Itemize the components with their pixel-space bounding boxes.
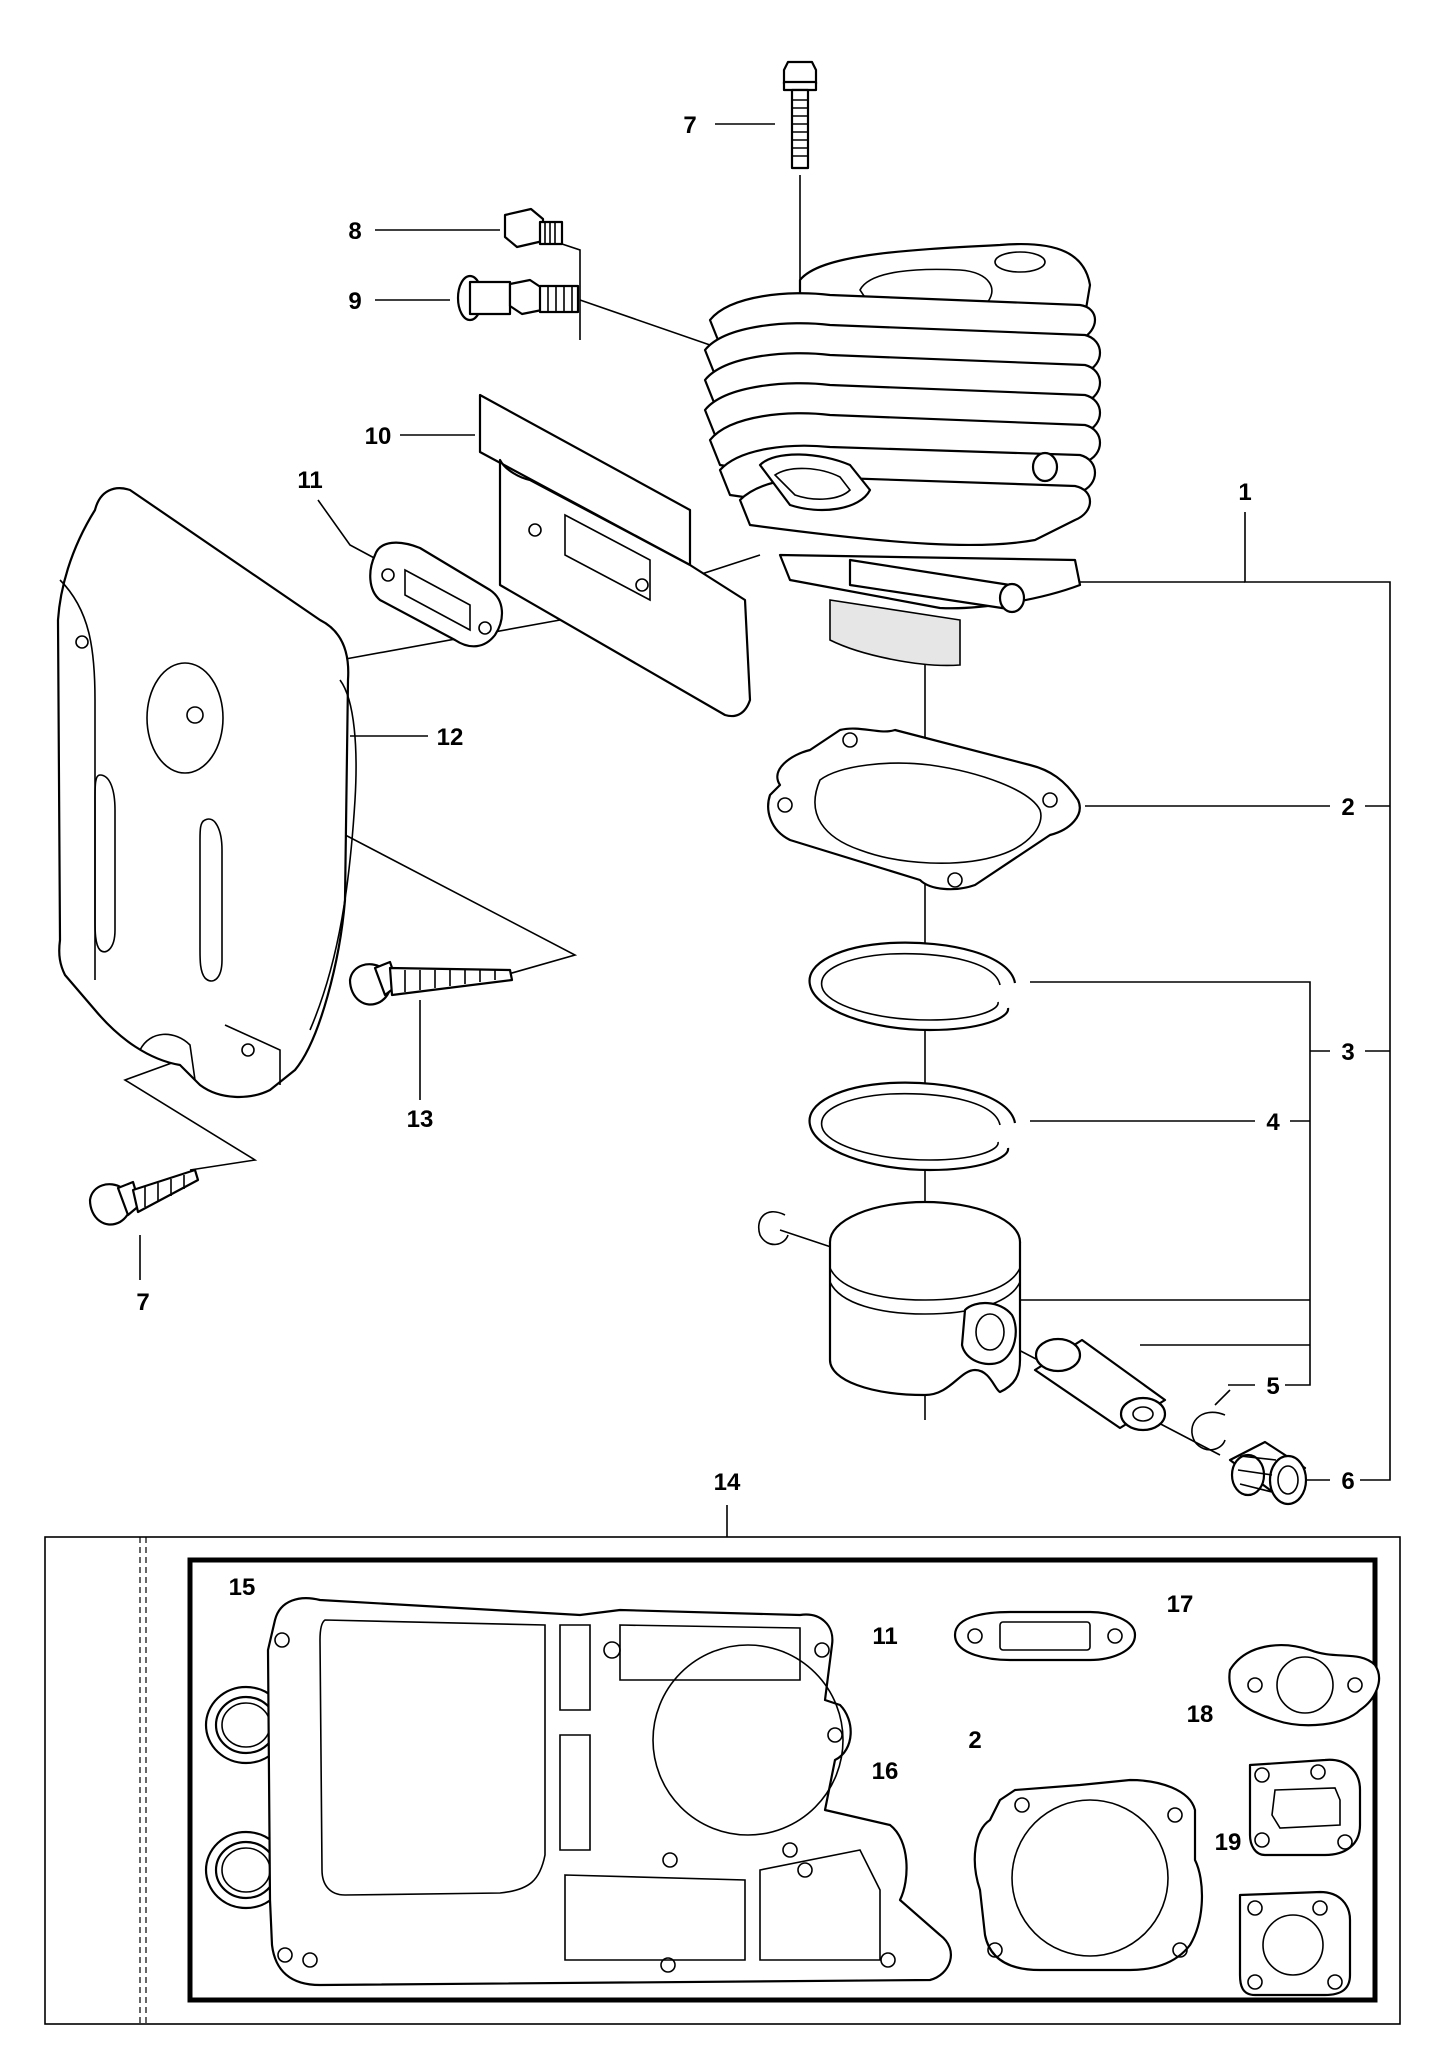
piston (828, 1200, 1022, 1397)
callout-5: 5 (1266, 1373, 1279, 1400)
decompression-valve (456, 274, 580, 322)
circlip-left (758, 1211, 789, 1246)
callout-18: 18 (1187, 1701, 1214, 1728)
callout-4: 4 (1266, 1109, 1280, 1136)
callout-17: 17 (1167, 1591, 1194, 1618)
callout-9: 9 (348, 288, 361, 315)
heat-shield-gasket (478, 393, 752, 718)
oil-seals (204, 1685, 288, 1910)
callout-2: 2 (1341, 794, 1354, 821)
cylinder-bolt (782, 60, 818, 170)
callout-15: 15 (229, 1574, 256, 1601)
needle-bearing (1228, 1440, 1308, 1506)
muffler-bolt (348, 960, 514, 1006)
cylinder-gasket-kit (973, 1778, 1203, 1972)
cylinder (703, 243, 1101, 667)
callout-labels: 7 8 9 10 11 12 13 7 1 2 3 4 5 6 14 15 16… (136, 112, 1354, 1856)
callout-3: 3 (1341, 1039, 1354, 1066)
plug (503, 207, 564, 249)
callout-19: 19 (1215, 1829, 1242, 1856)
callout-10: 10 (365, 423, 392, 450)
carburetor-gasket (1248, 1758, 1362, 1857)
intake-gasket (1228, 1644, 1381, 1727)
muffler (56, 487, 357, 1099)
callout-16: 16 (872, 1758, 899, 1785)
exhaust-gasket (369, 541, 503, 648)
callout-13: 13 (407, 1106, 434, 1133)
piston-pin (1033, 1337, 1167, 1432)
lower-bolt (88, 1168, 200, 1226)
callout-11: 11 (297, 467, 322, 494)
circlip-right (1191, 1411, 1226, 1451)
callout-12: 12 (437, 724, 464, 751)
piston-rings (808, 941, 1017, 1172)
decompression-gasket (1238, 1890, 1352, 1997)
callout-11-kit: 11 (872, 1623, 897, 1650)
callout-7-top: 7 (683, 112, 696, 139)
cylinder-base-gasket (767, 727, 1081, 891)
callout-1: 1 (1238, 479, 1251, 506)
callout-2-kit: 2 (968, 1727, 981, 1754)
crankcase-gasket (266, 1597, 952, 1987)
callout-8: 8 (348, 218, 361, 245)
exhaust-gasket-small (953, 1610, 1137, 1662)
callout-7-bottom: 7 (136, 1289, 149, 1316)
callout-14: 14 (714, 1469, 741, 1496)
callout-6: 6 (1341, 1468, 1354, 1495)
